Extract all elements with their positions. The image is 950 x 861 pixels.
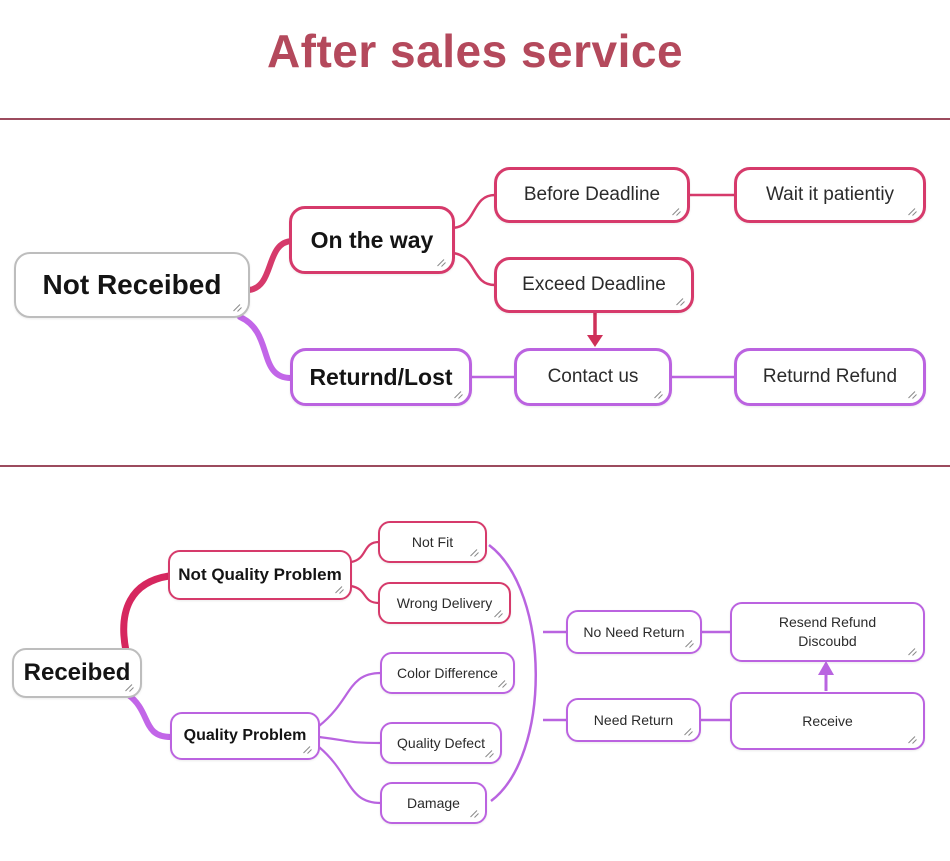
node-label-line2: Discoubd (798, 633, 857, 649)
node-receive: Receive (730, 692, 925, 750)
node-label: Receibed (23, 659, 131, 686)
node-label: Receive (802, 713, 853, 729)
node-label: Not Quality Problem (178, 565, 342, 584)
node-quality-defect: Quality Defect (380, 722, 502, 764)
node-label: Wrong Delivery (396, 595, 493, 611)
node-need-return: Need Return (566, 698, 701, 742)
node-label-line1: Resend Refund (778, 614, 877, 631)
node-label: Resend Refund Discoubd (779, 613, 876, 651)
node-label: Before Deadline (523, 184, 661, 205)
node-quality-problem: Quality Problem (170, 712, 320, 760)
resize-grip-icon (908, 391, 917, 399)
resize-grip-icon (908, 208, 917, 216)
resize-grip-icon (233, 304, 242, 312)
node-not-received: Not Receibed (14, 252, 250, 318)
node-returnd-refund: Returnd Refund (734, 348, 926, 406)
resize-grip-icon (125, 684, 134, 692)
node-label: Not Fit (411, 534, 454, 550)
resize-grip-icon (672, 208, 681, 216)
resize-grip-icon (908, 648, 917, 656)
node-contact-us: Contact us (514, 348, 672, 406)
node-label: Returnd/Lost (309, 363, 453, 390)
node-label: Color Difference (397, 665, 498, 681)
node-label: Returnd Refund (762, 366, 898, 387)
section-divider (0, 465, 950, 467)
resize-grip-icon (470, 810, 479, 818)
resize-grip-icon (685, 640, 694, 648)
resize-grip-icon (303, 746, 312, 754)
node-before-deadline: Before Deadline (494, 167, 690, 223)
node-exceed-deadline: Exceed Deadline (494, 257, 694, 313)
node-label: No Need Return (583, 624, 685, 640)
node-label: Exceed Deadline (522, 274, 666, 295)
node-on-the-way: On the way (289, 206, 455, 274)
node-label: Not Receibed (42, 269, 222, 300)
arrow-down-icon (587, 313, 603, 347)
node-label: Quality Problem (183, 727, 307, 744)
resize-grip-icon (494, 610, 503, 618)
node-label: Quality Defect (397, 735, 485, 751)
node-label: On the way (310, 226, 434, 253)
resize-grip-icon (908, 736, 917, 744)
resize-grip-icon (498, 680, 507, 688)
node-label: Contact us (547, 366, 639, 387)
node-wrong-delivery: Wrong Delivery (378, 582, 511, 624)
node-resend-refund-discount: Resend Refund Discoubd (730, 602, 925, 662)
resize-grip-icon (485, 750, 494, 758)
node-label: Wait it patientiy (765, 184, 895, 205)
resize-grip-icon (676, 298, 685, 306)
resize-grip-icon (684, 728, 693, 736)
node-not-fit: Not Fit (378, 521, 487, 563)
header-divider (0, 118, 950, 120)
node-no-need-return: No Need Return (566, 610, 702, 654)
node-not-quality-problem: Not Quality Problem (168, 550, 352, 600)
node-received: Receibed (12, 648, 142, 698)
node-label: Damage (407, 795, 460, 811)
resize-grip-icon (654, 391, 663, 399)
resize-grip-icon (335, 586, 344, 594)
resize-grip-icon (470, 549, 479, 557)
resize-grip-icon (454, 391, 463, 399)
node-returnd-lost: Returnd/Lost (290, 348, 472, 406)
node-wait-it-patiently: Wait it patientiy (734, 167, 926, 223)
page-title: After sales service (266, 25, 684, 77)
arrow-up-icon (818, 661, 834, 691)
node-damage: Damage (380, 782, 487, 824)
node-color-difference: Color Difference (380, 652, 515, 694)
resize-grip-icon (437, 259, 446, 267)
node-label: Need Return (593, 712, 674, 728)
